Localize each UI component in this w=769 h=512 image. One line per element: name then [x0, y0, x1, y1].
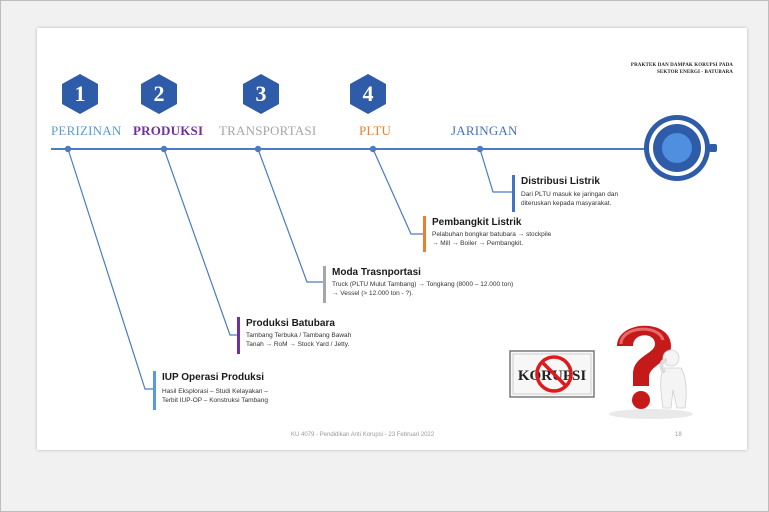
box-produksi-title: Produksi Batubara [246, 318, 335, 329]
box-iup-line-1: Hasil Eksplorasi – Studi Kelayakan – [162, 388, 268, 395]
connector-perizinan [67, 148, 153, 390]
box-produksi-line-1: Tambang Terbuka / Tambang Bawah [246, 332, 352, 339]
connector-produksi [163, 148, 237, 336]
stage-label-produksi: PRODUKSI [133, 123, 204, 138]
box-distribusi-title: Distribusi Listrik [521, 176, 600, 187]
page-number: 18 [675, 432, 682, 438]
hexagon-1: 1 [59, 73, 101, 115]
box-distribusi-listrik: Distribusi Listrik Dari PLTU masuk ke ja… [512, 175, 712, 213]
box-pembangkit-line-1: Pelabuhan bongkar batubara → stockpile [432, 231, 552, 238]
hexagon-2: 2 [138, 73, 180, 115]
box-produksi-line-2: Tanah → RoM → Stock Yard / Jetty. [246, 341, 350, 348]
box-distribusi-line-2: diteruskan kepada masyarakat. [521, 200, 612, 207]
slide-footer: KU 4079 - Pendidikan Anti Korupsi - 23 F… [291, 432, 435, 438]
box-transportasi-line-2: → Vessel (> 12.000 ton - ?). [332, 290, 414, 297]
stage-label-pltu: PLTU [359, 123, 392, 138]
connector-distribusi [479, 148, 512, 193]
stage-label-perizinan: PERIZINAN [51, 123, 122, 138]
box-iup-operasi-produksi: IUP Operasi Produksi Hasil Eksplorasi – … [153, 371, 353, 411]
timeline-node-3 [254, 145, 262, 153]
stage-label-transportasi: TRANSPORTASI [219, 123, 317, 138]
box-distribusi-bar [512, 175, 515, 212]
box-iup-bar [153, 371, 156, 410]
timeline-node-4 [369, 145, 377, 153]
box-iup-line-2: Terbit IUP-OP – Konstruksi Tambang [162, 397, 268, 404]
box-transportasi-bar [323, 266, 326, 303]
box-distribusi-line-1: Dari PLTU masuk ke jaringan dan [521, 191, 619, 198]
box-transportasi-line-1: Truck (PLTU Mulut Tambang) → Tongkang (8… [332, 281, 514, 288]
box-pembangkit-line-2: → Mill → Boiler → Pembangkit. [432, 240, 524, 247]
hexagon-2-number: 2 [153, 81, 165, 106]
slide-header: PRAKTEK DAN DAMPAK KORUPSI PADA SEKTOR E… [631, 62, 733, 76]
stage-label-jaringan: JARINGAN [451, 123, 518, 138]
question-man-icon [609, 325, 693, 419]
end-target-icon [644, 115, 717, 181]
hexagon-1-number: 1 [74, 81, 86, 106]
timeline-node-1 [64, 145, 72, 153]
box-produksi-batubara: Produksi Batubara Tambang Terbuka / Tamb… [237, 317, 437, 355]
timeline-node-2 [160, 145, 168, 153]
hexagon-4: 4 [347, 73, 389, 115]
connector-transportasi [257, 148, 323, 283]
box-pembangkit-listrik: Pembangkit Listrik Pelabuhan bongkar bat… [423, 216, 623, 254]
slide: PRAKTEK DAN DAMPAK KORUPSI PADA SEKTOR E… [37, 28, 747, 450]
timeline-diagram [51, 145, 677, 390]
connector-pembangkit [372, 148, 423, 235]
header-line-1: PRAKTEK DAN DAMPAK KORUPSI PADA [630, 63, 733, 68]
box-produksi-bar [237, 317, 240, 354]
box-pembangkit-bar [423, 216, 426, 252]
no-corruption-sign-icon: KORUPSI [509, 350, 595, 398]
hexagon-3: 3 [240, 73, 282, 115]
box-moda-transportasi: Moda Trasnportasi Truck (PLTU Mulut Tamb… [323, 266, 603, 304]
box-pembangkit-title: Pembangkit Listrik [432, 217, 522, 228]
hexagon-4-number: 4 [362, 81, 374, 106]
box-transportasi-title: Moda Trasnportasi [332, 267, 421, 278]
timeline-node-5 [476, 145, 484, 153]
box-iup-title: IUP Operasi Produksi [162, 372, 265, 383]
header-line-2: SEKTOR ENERGI - BATUBARA [657, 70, 733, 75]
hexagon-3-number: 3 [255, 81, 267, 106]
